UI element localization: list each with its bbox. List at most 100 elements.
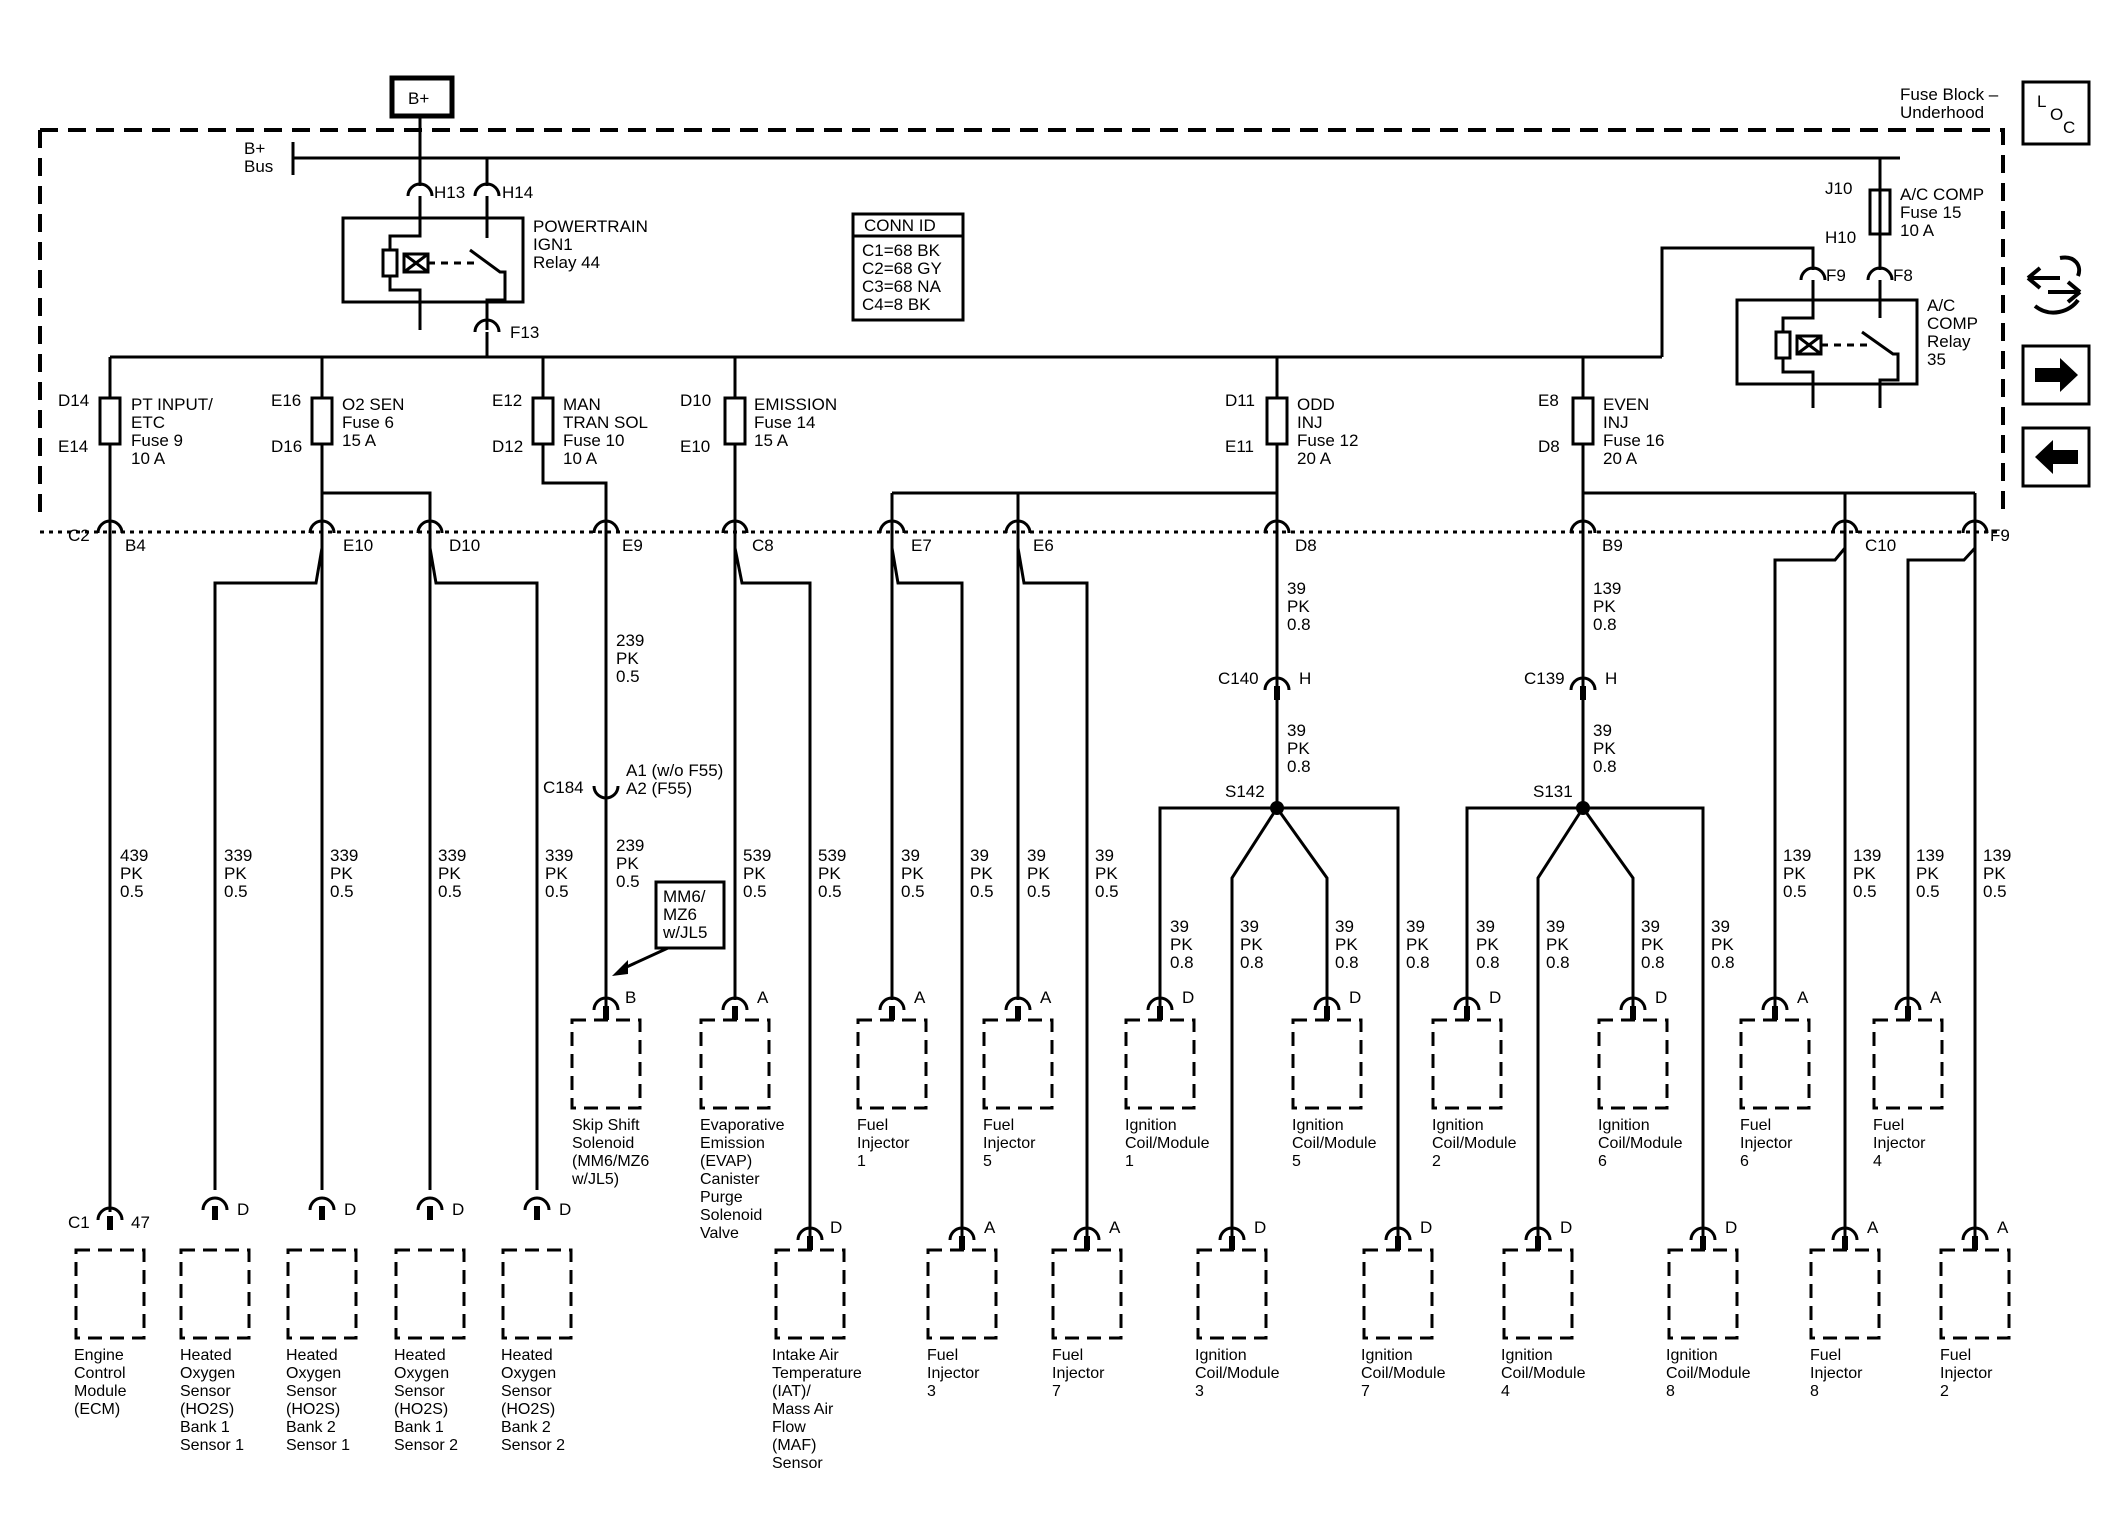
ho2s-3-label-5: Bank 1	[394, 1419, 444, 1436]
coil7-label-3: 7	[1361, 1383, 1370, 1400]
pin-label: D	[237, 1200, 249, 1219]
fuse-3-top: E12	[492, 391, 522, 410]
pin-label: A	[984, 1218, 996, 1237]
ac-relay-box	[1735, 298, 1919, 386]
ho2s-bank1-sensor2: D Heated Oxygen Sensor (HO2S) Bank 1 Sen…	[394, 1196, 466, 1454]
wire-label: 539	[818, 846, 846, 865]
wire-label: 0.5	[330, 882, 354, 901]
wire-label: PK	[1027, 864, 1050, 883]
wire-label: PK	[120, 864, 143, 883]
wire-label: PK	[1287, 597, 1310, 616]
inj6-label-1: Fuel	[1740, 1117, 1771, 1134]
ho2s-1-label-4: (HO2S)	[180, 1401, 234, 1418]
fuse-emission: D10 E10 EMISSION Fuse 14 15 A	[680, 357, 837, 533]
ecm-label-4: (ECM)	[74, 1401, 120, 1418]
coil3-label-2: Coil/Module	[1195, 1365, 1280, 1382]
ho2s-2-label-2: Oxygen	[286, 1365, 341, 1382]
e9-label: E9	[622, 536, 643, 555]
inj5-label-2: Injector	[983, 1135, 1036, 1152]
conn-id-row-4: C4=8 BK	[862, 295, 931, 314]
coil4-label-3: 4	[1501, 1383, 1510, 1400]
pin-label: D	[559, 1200, 571, 1219]
evap-label-2: Emission	[700, 1135, 765, 1152]
skip-shift-solenoid: B Skip Shift Solenoid (MM6/MZ6 w/JL5)	[570, 988, 649, 1188]
ac-relay-label-1: A/C	[1927, 296, 1955, 315]
wire-label: 0.5	[616, 667, 640, 686]
wire-label: 39	[1546, 917, 1565, 936]
conn-id-row-3: C3=68 NA	[862, 277, 942, 296]
arrow-right-icon[interactable]	[2021, 344, 2091, 406]
e7-label: E7	[911, 536, 932, 555]
c2-label: C2	[68, 526, 90, 545]
f9-label: F9	[1990, 526, 2010, 545]
ignition-coil-3: D Ignition Coil/Module 3	[1195, 1218, 1280, 1400]
ho2s-4-label-4: (HO2S)	[501, 1401, 555, 1418]
ho2s-3-label-1: Heated	[394, 1347, 446, 1364]
wire-label: 39	[1335, 917, 1354, 936]
fuel-injector-4: A Fuel Injector 4	[1872, 988, 1944, 1170]
pin-label: D	[344, 1200, 356, 1219]
wire-label: 39	[970, 846, 989, 865]
wrench-icon[interactable]	[2026, 255, 2082, 315]
coil8-label-2: Coil/Module	[1666, 1365, 1751, 1382]
arrow-left-icon[interactable]	[2021, 426, 2091, 488]
c10-label: C10	[1865, 536, 1896, 555]
pin-label: A	[1797, 988, 1809, 1007]
fuse-even-inj: E8 D8 EVEN INJ Fuse 16 20 A	[1538, 357, 1977, 533]
option-note: MM6/ MZ6 w/JL5	[612, 880, 726, 976]
conn-id-row-2: C2=68 GY	[862, 259, 942, 278]
wire-label: PK	[1476, 935, 1499, 954]
coil1-label-1: Ignition	[1125, 1117, 1177, 1134]
evap-label-4: Canister	[700, 1171, 760, 1188]
coil5-label-3: 5	[1292, 1153, 1301, 1170]
ho2s-3-label-2: Oxygen	[394, 1365, 449, 1382]
ho2s-bank2-sensor1: D Heated Oxygen Sensor (HO2S) Bank 2 Sen…	[286, 1196, 358, 1454]
fuse-5-line-3: Fuse 12	[1297, 431, 1358, 450]
fuse-5-line-4: 20 A	[1297, 449, 1332, 468]
ac-fuse-label-2: Fuse 15	[1900, 203, 1961, 222]
pin-label: D	[1725, 1218, 1737, 1237]
wire-label: 39	[1095, 846, 1114, 865]
ecm-label-1: Engine	[74, 1347, 124, 1364]
fuse-5-line-1: ODD	[1297, 395, 1335, 414]
wire-label: PK	[1983, 864, 2006, 883]
fuse-1-line-2: ETC	[131, 413, 165, 432]
coil3-label-3: 3	[1195, 1383, 1204, 1400]
inj6-label-3: 6	[1740, 1153, 1749, 1170]
c139-label: C139	[1524, 669, 1565, 688]
fuel-injector-6: A Fuel Injector 6	[1739, 988, 1811, 1170]
iat-label-5: Flow	[772, 1419, 806, 1436]
ac-fuse-top-label: J10	[1825, 179, 1852, 198]
wire-label: 339	[330, 846, 358, 865]
ho2s-1-label-2: Oxygen	[180, 1365, 235, 1382]
c8-label: C8	[752, 536, 774, 555]
ecm: C1 47 Engine Control Module (ECM)	[68, 1206, 150, 1418]
fuse-pt-input-etc: D14 E14 PT INPUT/ ETC Fuse 9 10 A	[58, 357, 213, 533]
loc-letter-o: O	[2050, 105, 2063, 124]
pin-label: B	[625, 988, 636, 1007]
ignition-coil-8: D Ignition Coil/Module 8	[1666, 1218, 1751, 1400]
ho2s-2-label-3: Sensor	[286, 1383, 337, 1400]
ho2s-3-label-3: Sensor	[394, 1383, 445, 1400]
s131-label: S131	[1533, 782, 1573, 801]
ign-relay-label-3: Relay 44	[533, 253, 600, 272]
coil7-label-1: Ignition	[1361, 1347, 1413, 1364]
inj3-label-2: Injector	[927, 1365, 980, 1382]
inj3-label-3: 3	[927, 1383, 936, 1400]
inj2-label-2: Injector	[1940, 1365, 1993, 1382]
fuel-injector-8: A Fuel Injector 8	[1809, 1218, 1881, 1400]
fuse-2-top: E16	[271, 391, 301, 410]
pin-label: D	[452, 1200, 464, 1219]
ho2s-3-label-4: (HO2S)	[394, 1401, 448, 1418]
loc-icon[interactable]: L O C	[2021, 80, 2091, 146]
skip-shift-label-1: Skip Shift	[572, 1117, 640, 1134]
pin-label: A	[1867, 1218, 1879, 1237]
ecm-label-3: Module	[74, 1383, 127, 1400]
ign-relay-box	[341, 216, 525, 304]
fuse-o2-sen: E16 D16 O2 SEN Fuse 6 15 A	[271, 357, 432, 533]
fuse-block-outline	[38, 128, 2005, 513]
fuse-5-line-2: INJ	[1297, 413, 1323, 432]
wire-label: PK	[818, 864, 841, 883]
pin-label: D	[1182, 988, 1194, 1007]
